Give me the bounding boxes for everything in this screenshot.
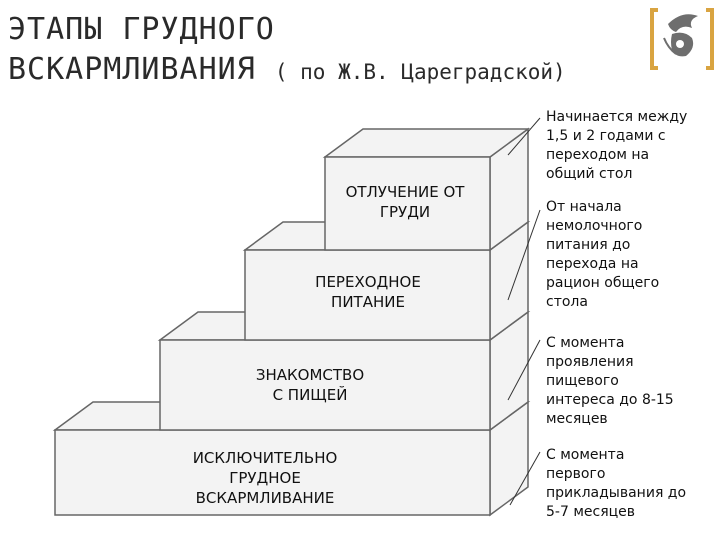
note-connector-line [507,339,541,401]
stage-label: ЗНАКОМСТВО С ПИЩЕЙ [255,366,365,404]
page-title: ЭТАПЫ ГРУДНОГО ВСКАРМЛИВАНИЯ ( по Ж.В. Ц… [8,10,566,92]
stage-note: С момента проявления пищевого интереса д… [546,335,674,427]
stage-label: ПЕРЕХОДНОЕ ПИТАНИЕ [315,273,421,311]
note-connector-line [509,451,541,506]
step-front-face [324,156,491,251]
stage-note: От начала немолочного питания до переход… [546,199,660,310]
stage-note: С момента первого прикладывания до 5-7 м… [546,447,687,520]
title-line-2: ВСКАРМЛИВАНИЯ ( по Ж.В. Цареградской) [8,50,566,92]
note-connector-line [507,117,541,156]
note-connector-line [507,209,541,301]
title-line-1: ЭТАПЫ ГРУДНОГО [8,12,275,47]
stage-label: ОТЛУЧЕНИЕ ОТ ГРУДИ [345,183,465,221]
title-line-2-text: ВСКАРМЛИВАНИЯ [8,52,256,87]
title-subtitle: ( по Ж.В. Цареградской) [274,60,566,84]
stage-label: ИСКЛЮЧИТЕЛЬНО ГРУДНОЕ ВСКАРМЛИВАНИЕ [192,449,338,507]
logo-bird-icon [650,8,714,70]
stage-note: Начинается между 1,5 и 2 годами с перехо… [546,109,688,182]
